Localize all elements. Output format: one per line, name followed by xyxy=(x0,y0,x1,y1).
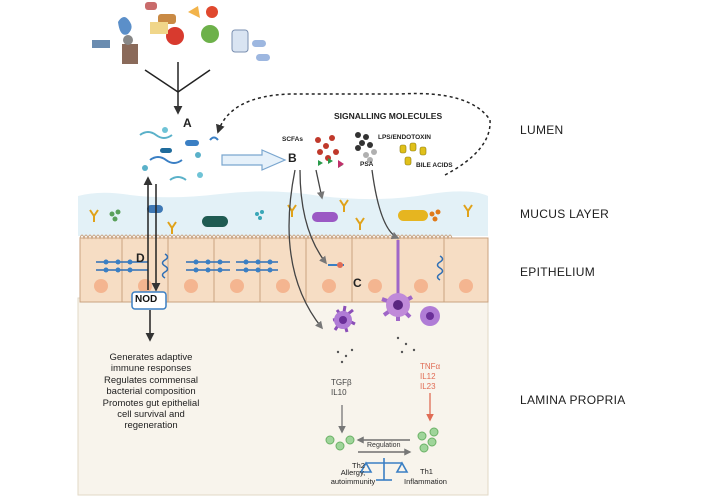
cytokine-tnfa: TNFα xyxy=(420,362,441,371)
th2-desc-line: autoimmunity xyxy=(330,476,376,486)
diet-arrows xyxy=(144,62,211,115)
label-lps: LPS/ENDOTOXIN xyxy=(378,134,431,141)
dendritic-cell-right xyxy=(381,240,440,326)
nod-effect-line: Generates adaptive xyxy=(109,352,193,363)
microbiota-cluster xyxy=(139,127,219,181)
cytokine-tgfb: TGFβ xyxy=(331,378,352,387)
diet-environment-icons xyxy=(92,2,270,64)
lamina-propria-area xyxy=(77,297,489,496)
nod-effect-line: Promotes gut epithelial xyxy=(102,397,200,409)
region-label-epithelium: EPITHELIUM xyxy=(520,265,596,279)
th2-cells xyxy=(325,435,355,451)
label-scfas: SCFAs xyxy=(282,136,303,143)
region-label-mucus: MUCUS LAYER xyxy=(520,207,610,221)
th2-desc-line: Allergy, xyxy=(340,468,366,477)
nod-box xyxy=(131,291,167,310)
cytokine-il10: IL10 xyxy=(331,388,347,397)
anti-inflammatory-cytokines: TGFβ IL10 xyxy=(331,378,352,398)
feedback-dashed-arrow xyxy=(216,92,491,176)
th2-description: Allergy, autoimmunity xyxy=(330,468,376,486)
pro-inflammatory-cytokines: TNFα IL12 IL23 xyxy=(420,362,440,392)
label-psa: PSA xyxy=(360,161,374,168)
signalling-title: SIGNALLING MOLECULES xyxy=(334,111,443,121)
marker-c: C xyxy=(353,276,362,290)
marker-b: B xyxy=(288,151,297,165)
nod-effect-line: Regulates commensal xyxy=(104,374,198,386)
cytokine-il12: IL12 xyxy=(420,372,436,381)
signalling-arrows xyxy=(288,169,400,330)
marker-a: A xyxy=(183,116,192,130)
mucus-bacteria xyxy=(109,205,441,227)
th2-label: Th2 xyxy=(352,461,365,470)
mucosal-crosstalk-arrows xyxy=(143,176,161,342)
balance-scale-icon xyxy=(359,458,409,481)
regulation-label: Regulation xyxy=(367,442,401,449)
label-bile-acids: BILE ACIDS xyxy=(416,162,453,169)
th1-cells xyxy=(417,427,439,453)
region-label-lumen: LUMEN xyxy=(520,123,564,137)
nod-effect-line: regeneration xyxy=(124,420,178,432)
nod-effect-line: immune responses xyxy=(110,363,192,375)
region-label-lamina: LAMINA PROPRIA xyxy=(520,393,626,407)
cytokine-il23: IL23 xyxy=(420,382,436,391)
arrow-to-signalling xyxy=(221,149,287,171)
signalling-molecules xyxy=(315,132,427,168)
nod-effect-line: cell survival and xyxy=(117,409,185,421)
dendritic-cell-left xyxy=(332,305,356,333)
nod-label: NOD xyxy=(135,294,158,305)
marker-d: D xyxy=(136,251,145,265)
th1-label: Th1 xyxy=(420,467,433,476)
nod-effects: Generates adaptive immune responses Regu… xyxy=(96,352,206,432)
th1-description: Inflammation xyxy=(404,477,447,486)
nod-effect-line: bacterial composition xyxy=(106,386,196,398)
